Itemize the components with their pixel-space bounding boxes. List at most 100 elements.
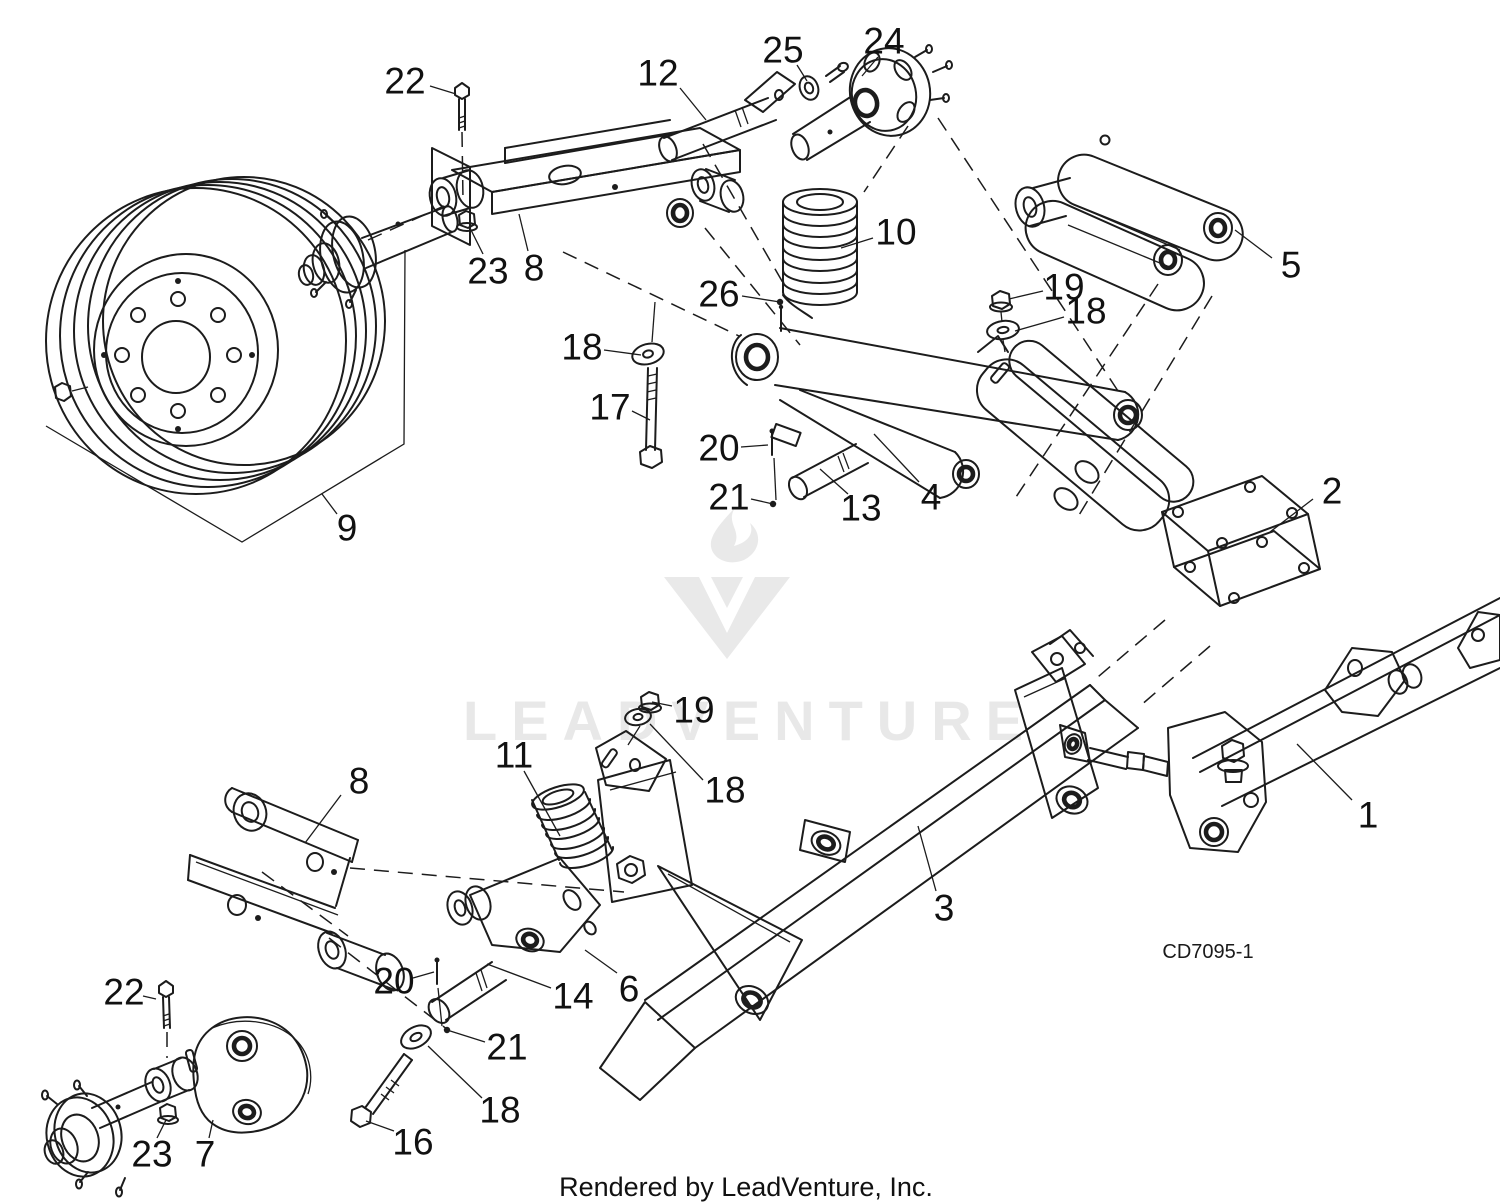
hub-24-shape (806, 121, 871, 161)
c22-bot-label: 22 (103, 972, 144, 1013)
nut-23-top-shape (458, 210, 476, 229)
bracket-2-shape (1074, 460, 1100, 484)
axle-1-shape (1199, 614, 1500, 773)
bracket-8-low-shape (189, 854, 336, 909)
hub-24-shape (942, 93, 950, 103)
control-arm-4-shape (1117, 404, 1139, 426)
c17-label: 17 (589, 387, 630, 428)
c8-low-leader-line (304, 794, 342, 844)
coil-spring-10-shape (782, 223, 858, 238)
bracket-2-shape (1161, 511, 1175, 568)
hub-24-shape (929, 97, 945, 101)
washer-25-shape (798, 75, 820, 101)
c23-top-leader-line (469, 227, 484, 255)
nut-23-bot-shape (159, 1103, 177, 1122)
bracket-6-assembly-shape (600, 748, 618, 769)
axle-1-shape (1217, 759, 1249, 773)
pin-12-shape (658, 135, 678, 163)
bushing-low-shape (151, 1076, 165, 1094)
coil-spring-10-shape (782, 188, 858, 216)
bracket-6-assembly-shape (562, 889, 582, 911)
axle-1-shape (1063, 733, 1083, 755)
washer-18-bot-shape (400, 1024, 432, 1050)
c22-top-label: 22 (384, 61, 425, 102)
hub-24-shape (848, 47, 932, 137)
pin-12-shape (671, 119, 777, 161)
bracket-6-assembly-shape (609, 771, 677, 791)
c18-tr-label: 18 (1065, 291, 1106, 332)
c14-leader-line (486, 963, 552, 989)
c23-bot-label: 23 (131, 1134, 172, 1175)
bracket-2-shape (1256, 536, 1268, 548)
tire-and-wheel-shape (59, 184, 357, 488)
axle-1-shape (1203, 821, 1225, 843)
tire-and-wheel-shape (102, 176, 386, 466)
alignment-dashes-shape (704, 227, 801, 346)
bracket-8-low-shape (224, 787, 233, 813)
alignment-dashes (166, 117, 1213, 1058)
bolt-17-shape (647, 373, 658, 377)
bolt-17-shape (639, 445, 663, 469)
alignment-dashes-shape (1013, 283, 1159, 501)
c2-label: 2 (1322, 471, 1343, 512)
lug-nut (54, 382, 89, 402)
bolt-22-bot-shape (163, 1023, 171, 1027)
c10-leader-line (840, 237, 874, 249)
bracket-6-assembly-shape (520, 931, 540, 949)
spring-11-shape (559, 846, 615, 869)
bolt-22-top-shape (458, 120, 466, 124)
hub-24-shape (792, 95, 853, 135)
alignment-dashes-shape (261, 871, 349, 937)
link-5-shape (1158, 249, 1178, 271)
bracket-8-top-shape (442, 207, 471, 217)
bracket-8-top-shape (435, 186, 451, 208)
bolt-22-top (454, 82, 470, 131)
control-arm-4-shape (1113, 399, 1143, 431)
c26-leader-line (741, 295, 781, 303)
bracket-8-low-shape (306, 852, 324, 872)
bracket-2-shape (1307, 513, 1321, 570)
bracket-8-top-shape (491, 149, 741, 215)
c16-leader-line (365, 1120, 395, 1132)
hub-24-shape (790, 133, 810, 161)
nut-23-top (456, 210, 478, 232)
c7-leader-line (208, 1119, 214, 1139)
tire-and-wheel-shape (210, 307, 226, 323)
control-arm-4-shape (799, 389, 956, 453)
axle-1-shape (1457, 611, 1500, 669)
c8-top-label: 8 (524, 248, 545, 289)
pin-13-shape (803, 462, 869, 498)
c5-label: 5 (1281, 245, 1302, 286)
footer-credit: Rendered by LeadVenture, Inc. (559, 1172, 933, 1202)
wheel-hub-spindle-shape (302, 254, 326, 286)
hub-spindle-low (41, 1079, 161, 1198)
c24-leader-line (861, 56, 879, 77)
axle-1-shape (1471, 628, 1485, 642)
c16-label: 16 (392, 1122, 433, 1163)
frame-3-shape (1031, 635, 1086, 683)
bushing-low-shape (153, 1057, 182, 1070)
tire-and-wheel-shape (175, 278, 181, 284)
tire-and-wheel-shape (73, 181, 367, 481)
wheel-hub-spindle-shape (297, 264, 315, 286)
c26-leader-dot (776, 298, 784, 306)
frame-3-shape (734, 985, 770, 1015)
wheel-hub-spindle-shape (320, 209, 328, 219)
pin-14-shape (480, 969, 488, 989)
bolt-22-top-shape (458, 115, 466, 119)
frame-3-shape (694, 727, 1139, 1049)
link-5-shape (1057, 153, 1244, 262)
bracket-8-low-shape (331, 869, 337, 875)
pin-13-shape (791, 443, 857, 479)
alignment-dashes-shape (562, 251, 740, 337)
pin-14 (427, 961, 507, 1024)
axle-1-shape (1224, 769, 1243, 783)
axle-1-shape (1387, 669, 1409, 695)
bracket-8-top-shape (442, 169, 471, 179)
hub-spindle-low-shape (75, 1178, 83, 1190)
hub-24-shape (863, 51, 881, 73)
washer-18-mid-shape (631, 342, 665, 366)
control-arm-4-shape (779, 327, 1126, 393)
washer-25-shape (829, 71, 845, 83)
